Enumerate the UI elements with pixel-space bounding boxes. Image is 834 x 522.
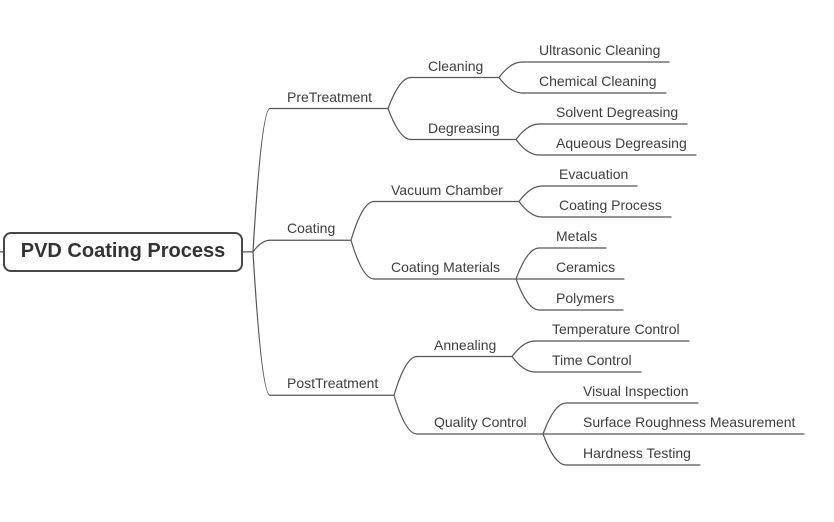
leaf-node[interactable]: Aqueous Degreasing: [556, 135, 687, 151]
connector-curve: [498, 61, 523, 79]
connector-curve: [542, 402, 567, 435]
leaf-node[interactable]: Visual Inspection: [583, 383, 689, 399]
subbranch-node[interactable]: Vacuum Chamber: [391, 181, 503, 198]
leaf-node[interactable]: Polymers: [556, 290, 615, 306]
root-node-label: PVD Coating Process: [20, 240, 226, 263]
branch-node[interactable]: PostTreatment: [287, 375, 379, 392]
connector-curve: [511, 340, 536, 358]
connector-curve: [387, 107, 412, 141]
leaf-node[interactable]: Solvent Degreasing: [556, 104, 679, 120]
connector-curve: [387, 76, 412, 110]
branch-node[interactable]: PreTreatment: [287, 88, 373, 105]
subbranch-node[interactable]: Degreasing: [428, 119, 500, 136]
leaf-node[interactable]: Evacuation: [559, 166, 629, 182]
leaf-node[interactable]: Temperature Control: [552, 321, 680, 337]
subbranch-node[interactable]: Quality Control: [434, 414, 527, 430]
leaf-node[interactable]: Metals: [556, 228, 598, 244]
connector-curve: [393, 355, 418, 396]
branch-node[interactable]: Coating: [287, 220, 336, 237]
connector-curve: [252, 251, 271, 396]
subbranch-node[interactable]: Cleaning: [428, 57, 484, 74]
leaf-node[interactable]: Time Control: [552, 352, 632, 368]
connector-curve: [515, 278, 540, 311]
connector-curve: [350, 239, 375, 280]
connector-curve: [518, 200, 543, 218]
connector-curve: [515, 247, 540, 280]
leaf-node[interactable]: Ceramics: [556, 259, 616, 275]
root-node[interactable]: PVD Coating Process: [3, 231, 243, 272]
connector-curve: [515, 138, 540, 156]
leaf-node[interactable]: Chemical Cleaning: [539, 73, 657, 89]
connector-curve: [393, 394, 418, 435]
connector-curve: [511, 355, 536, 373]
connector-curve: [498, 76, 523, 94]
subbranch-node[interactable]: Annealing: [434, 336, 497, 353]
connector-curve: [350, 200, 375, 241]
leaf-node[interactable]: Coating Process: [559, 197, 662, 213]
connector-curve: [542, 433, 567, 466]
leaf-node[interactable]: Surface Roughness Measurement: [583, 414, 796, 430]
connector-curve: [518, 185, 543, 203]
leaf-node[interactable]: Hardness Testing: [583, 445, 691, 461]
subbranch-node[interactable]: Coating Materials: [391, 259, 500, 275]
connector-curve: [252, 239, 271, 253]
connector-curve: [515, 123, 540, 141]
connector-curve: [252, 107, 271, 253]
leaf-node[interactable]: Ultrasonic Cleaning: [539, 42, 661, 58]
